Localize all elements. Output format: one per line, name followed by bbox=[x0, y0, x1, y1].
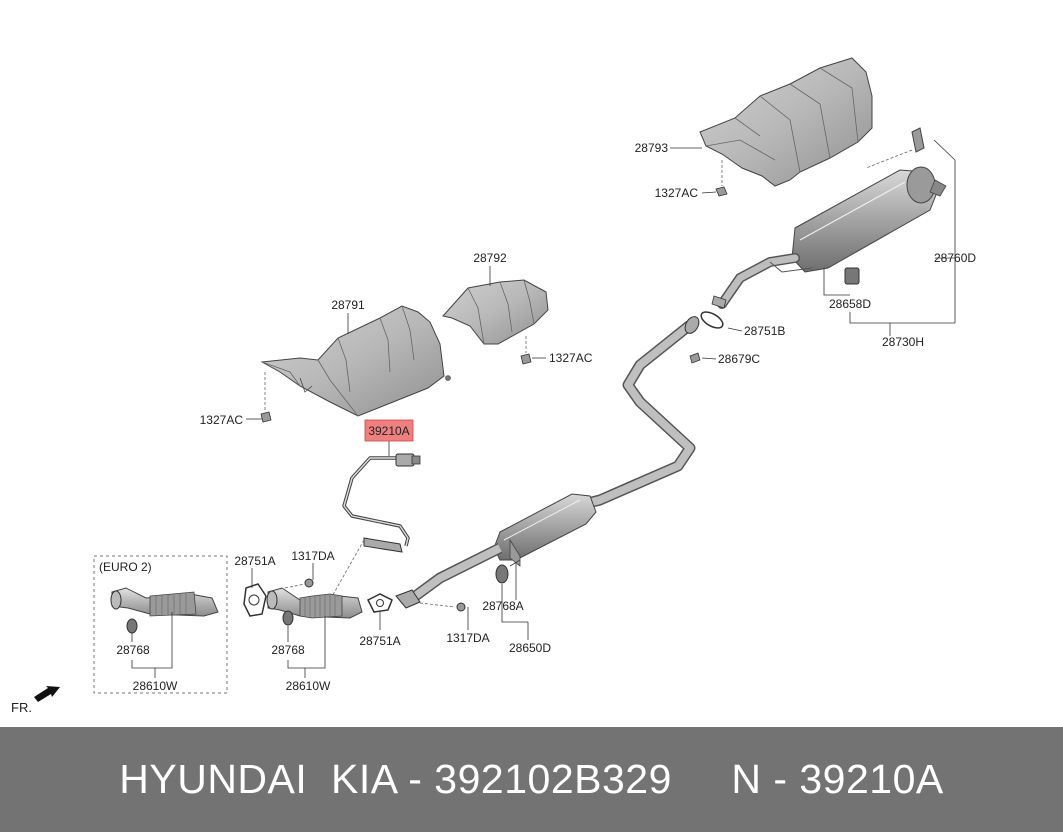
nut-28679c bbox=[689, 352, 701, 364]
label-1327ac-mid: 1327AC bbox=[549, 351, 593, 365]
label-39210a: 39210A bbox=[368, 424, 409, 438]
label-28751a-top: 28751A bbox=[234, 554, 275, 568]
nut-1327ac-top bbox=[715, 160, 728, 197]
rear-muffler bbox=[791, 166, 947, 273]
label-1317da-top: 1317DA bbox=[291, 549, 334, 563]
label-28791: 28791 bbox=[331, 298, 365, 312]
footer-bar: HYUNDAI KIA - 392102B329 N - 39210A bbox=[0, 727, 1063, 832]
heat-shield-28792 bbox=[442, 279, 549, 345]
label-28650d: 28650D bbox=[509, 641, 551, 655]
label-28751b: 28751B bbox=[744, 324, 785, 338]
label-1327ac-left: 1327AC bbox=[200, 413, 244, 427]
nut-1327ac-mid bbox=[520, 336, 532, 365]
front-heat-shield bbox=[260, 305, 451, 417]
part-number-caption: HYUNDAI KIA - 392102B329 N - 39210A bbox=[119, 756, 944, 802]
middle-pipe bbox=[558, 316, 700, 516]
center-muffler bbox=[493, 493, 597, 567]
label-28610w-left: 28610W bbox=[133, 679, 178, 693]
rear-pipe bbox=[717, 253, 813, 309]
gasket-28751a-left bbox=[243, 583, 267, 617]
exhaust-parts-diagram: 28793 1327AC 28760D 28792 28791 1327AC 1… bbox=[11, 57, 976, 715]
gasket-28751a-mid bbox=[366, 593, 393, 613]
rubber-hanger-28768a bbox=[495, 559, 521, 584]
label-28610w-mid: 28610W bbox=[286, 679, 331, 693]
hanger-bracket bbox=[865, 127, 925, 169]
label-28792: 28792 bbox=[473, 251, 507, 265]
gasket-28751b bbox=[700, 295, 727, 329]
label-28768-mid: 28768 bbox=[271, 643, 305, 657]
label-fr: FR. bbox=[11, 700, 32, 715]
label-28658d: 28658D bbox=[829, 297, 871, 311]
catalytic-converter-main bbox=[266, 587, 363, 626]
nut-1327ac-left bbox=[260, 372, 272, 423]
front-direction-indicator: FR. bbox=[11, 686, 60, 715]
front-arrow-icon bbox=[34, 686, 60, 702]
euro2-variant-box bbox=[93, 555, 228, 694]
label-28768-left: 28768 bbox=[116, 643, 150, 657]
leader-lines bbox=[131, 139, 956, 678]
label-28730h: 28730H bbox=[882, 335, 924, 349]
label-28760d: 28760D bbox=[934, 251, 976, 265]
front-pipe bbox=[395, 543, 503, 609]
label-28793: 28793 bbox=[635, 141, 669, 155]
label-1327ac-top: 1327AC bbox=[655, 186, 699, 200]
label-28768a: 28768A bbox=[482, 599, 523, 613]
label-1317da-bot: 1317DA bbox=[446, 631, 489, 645]
rear-heat-shield bbox=[699, 57, 873, 187]
highlight-39210a bbox=[364, 419, 414, 442]
label-28679c: 28679C bbox=[718, 352, 760, 366]
oxygen-sensor bbox=[329, 453, 421, 601]
label-28751a-bot: 28751A bbox=[359, 634, 400, 648]
rubber-hanger bbox=[844, 267, 860, 285]
label-euro2: (EURO 2) bbox=[99, 560, 152, 574]
nut-1317da-bottom bbox=[419, 602, 466, 612]
nut-1317da-top bbox=[279, 578, 314, 590]
part-labels: 28793 1327AC 28760D 28792 28791 1327AC 1… bbox=[99, 141, 976, 693]
